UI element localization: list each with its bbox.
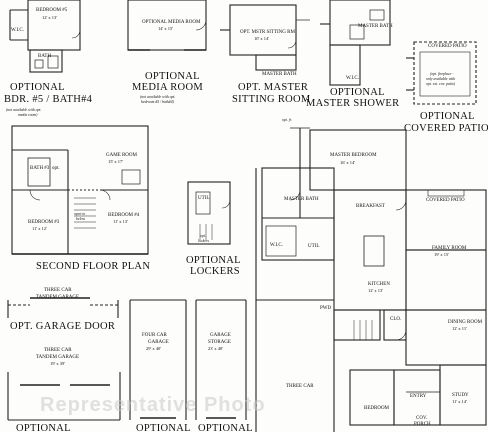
opt-bdr5-note-1: (not available with opt. (6, 108, 42, 112)
game-room-dimension: 15' x 17' (108, 159, 124, 164)
cov-porch-label-1: COV. (416, 416, 428, 421)
opt-bdr5-title-2: BDR. #5 / BATH#4 (4, 94, 93, 105)
sitting-room-label: OPT. MSTR SITTING RM (240, 30, 295, 35)
bottom-optional-3: OPTIONAL (198, 423, 253, 432)
opt-garage-door-plan (7, 297, 121, 421)
sitting-room-dimension: 10' x 14' (254, 36, 270, 41)
bottom-optional-2: OPTIONAL (136, 423, 191, 432)
storage-label-1: GARAGE (210, 333, 231, 338)
garage-storage-plan (195, 299, 247, 420)
opt-media-title-1: OPTIONAL (145, 71, 200, 82)
study-label: STUDY (452, 393, 469, 398)
bedroom3-label: BEDROOM #3 (28, 220, 60, 225)
tandem-garage-1-label-2: TANDEM GARAGE (36, 295, 80, 300)
bedroom5-label: BEDROOM #5 (36, 8, 68, 13)
game-room-label: GAME ROOM (106, 153, 137, 158)
opt-sitting-title-2: SITTING ROOM (232, 94, 311, 105)
kitchen-label: KITCHEN (368, 282, 390, 287)
four-car-label-2: GARAGE (148, 340, 169, 345)
opt-patio-room-label: COVERED PATIO (428, 44, 467, 49)
breakfast-label: BREAKFAST (356, 204, 385, 209)
four-car-dimension: 29' x 40' (146, 346, 162, 351)
dining-room-label: DINING ROOM (448, 320, 483, 325)
patio-note-3: opt. ext. cov. patio) (426, 82, 456, 86)
opt-patio-title-2: COVERED PATIO (404, 123, 488, 134)
pwd-label: PWD (320, 306, 332, 311)
three-car-garage-label: THREE CAR (286, 384, 314, 389)
kitchen-dimension: 12' x 13' (368, 288, 384, 293)
lockers-util-label: UTIL (198, 196, 210, 201)
opt-lockers-small-1: opt. (200, 234, 206, 238)
opt-lockers-plan (187, 181, 231, 245)
tandem-garage-1-label-1: THREE CAR (44, 288, 72, 293)
main-util-label: UTIL (308, 244, 320, 249)
opt-covered-patio-plan (406, 41, 477, 105)
family-room-label: FAMILY ROOM (432, 246, 467, 251)
master-bedroom-dimension: 16' x 14' (340, 160, 356, 165)
storage-label-2: STORAGE (208, 340, 231, 345)
opt-lockers-title-2: LOCKERS (190, 266, 240, 277)
sitting-master-bath-label: MASTER BATH (262, 72, 297, 77)
shower-master-bath-label: MASTER BATH (358, 24, 393, 29)
second-floor-title: SECOND FLOOR PLAN (36, 261, 151, 272)
bath3-label: BATH #3 (30, 166, 50, 171)
bedroom3-dimension: 11' x 12' (32, 226, 47, 231)
opt-lockers-title-1: OPTIONAL (186, 255, 241, 266)
opt-bdr5-title-1: OPTIONAL (10, 82, 65, 93)
master-bath-label: MASTER BATH (284, 197, 319, 202)
patio-note-1: (opt. fireplace - (430, 72, 454, 76)
opt-sitting-room-plan (220, 4, 310, 71)
cov-porch-label-2: PORCH (414, 422, 431, 427)
opt-shower-title-1: OPTIONAL (330, 87, 385, 98)
bath3-opt-label: opt. (52, 166, 60, 171)
tandem-garage-2-label-1: THREE CAR (44, 348, 72, 353)
storage-dimension: 23' x 40' (208, 346, 224, 351)
entry-label: ENTRY (410, 394, 427, 399)
second-floor-plan (11, 125, 149, 255)
opt-patio-title-1: OPTIONAL (420, 111, 475, 122)
watermark: Representative Photo (40, 394, 266, 416)
shower-wic-label: W.I.C. (346, 76, 360, 81)
master-bedroom-label: MASTER BEDROOM (330, 153, 377, 158)
bedroom2-label: BEDROOM (364, 406, 390, 411)
opt-shower-plan (320, 0, 391, 86)
main-wic-label: W.I.C. (270, 243, 284, 248)
opt-sitting-title-1: OPT. MASTER (238, 82, 309, 93)
opt-media-note-2: bedroom #5 / bath#4) (141, 100, 174, 104)
opt-shower-title-2: MASTER SHOWER (306, 98, 400, 109)
open-below-2: below (76, 217, 86, 221)
bedroom4-dimension: 11' x 13' (113, 219, 128, 224)
dining-room-dimension: 12' x 11' (452, 326, 467, 331)
opt-media-room-plan (127, 0, 207, 51)
opt-media-title-2: MEDIA ROOM (132, 82, 203, 93)
covered-patio-label: COVERED PATIO (426, 198, 465, 203)
bottom-optional-1: OPTIONAL (16, 423, 71, 432)
study-dimension: 11' x 14' (452, 399, 467, 404)
opt-bedroom5-plan (9, 0, 81, 73)
four-car-label-1: FOUR CAR (142, 333, 167, 338)
four-car-garage-plan (129, 299, 187, 420)
bath-top-label: BATH (38, 54, 52, 59)
patio-note-2: only available with (426, 77, 456, 81)
opt-fr-label: opt. fr. (282, 118, 292, 122)
media-room-label: OPTIONAL MEDIA ROOM (142, 20, 201, 25)
first-floor-plan (255, 127, 487, 432)
closet-label: CLO. (390, 317, 402, 322)
opt-lockers-small-2: lockers (198, 239, 209, 243)
bedroom5-dimension: 12' x 13' (42, 15, 58, 20)
media-room-dimension: 14' x 15' (158, 26, 174, 31)
open-below-1: open to (74, 212, 86, 216)
bedroom4-label: BEDROOM #4 (108, 213, 140, 218)
family-room-dimension: 19' x 15' (434, 252, 450, 257)
tandem-garage-2-label-2: TANDEM GARAGE (36, 355, 80, 360)
opt-garage-door-title: OPT. GARAGE DOOR (10, 321, 116, 332)
opt-media-note-1: (not available with opt. (140, 95, 176, 99)
opt-bdr5-note-2: media room) (18, 113, 38, 117)
wic-top-label: W.I.C. (11, 28, 25, 33)
tandem-garage-2-dimension: 19' x 39' (50, 361, 66, 366)
